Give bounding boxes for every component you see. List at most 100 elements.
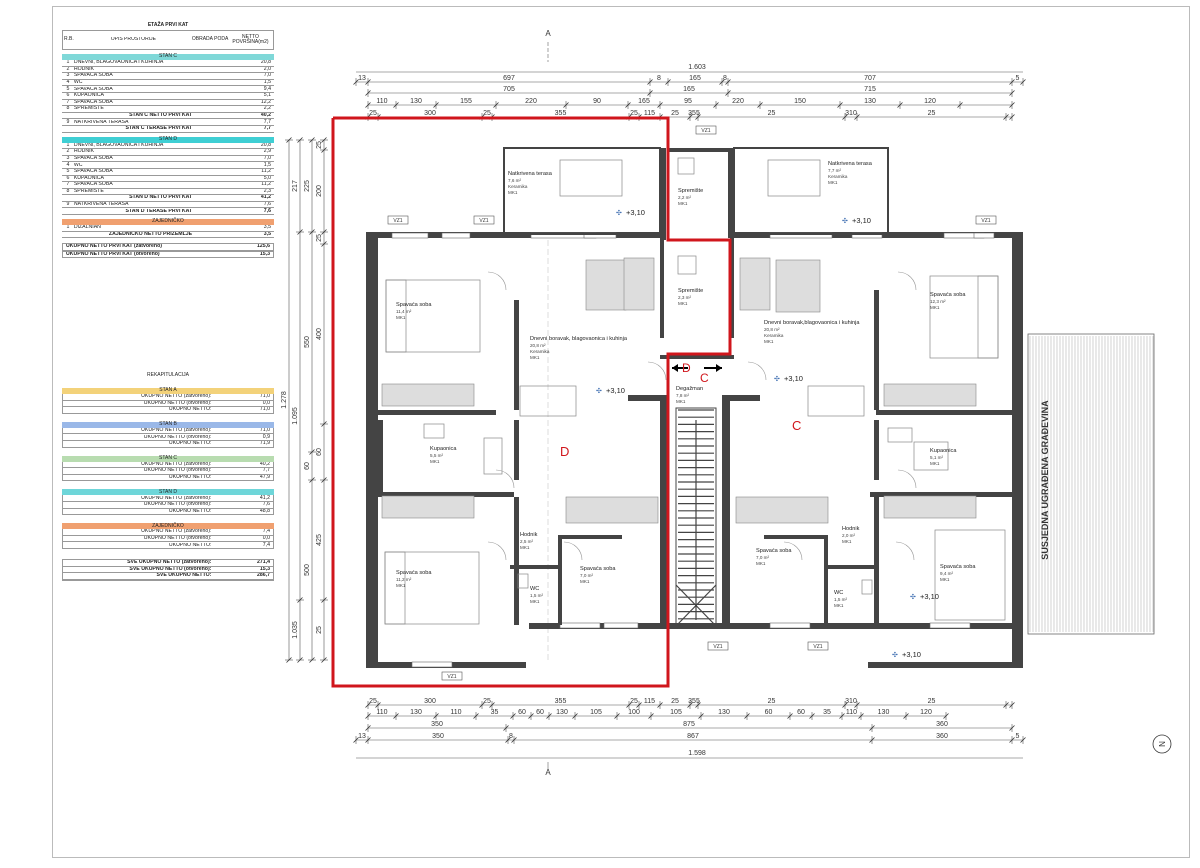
core-wall <box>660 355 734 359</box>
room-code: MK1 <box>520 545 530 550</box>
room-area: 7,8 m² <box>676 393 689 398</box>
summary-label: UKUPNO NETTO PRVI KAT (otvoreno) <box>66 252 160 258</box>
row-area: 20,8 <box>260 60 271 66</box>
row-number: 8 <box>66 188 70 194</box>
left-dim-row3-slash <box>321 477 327 483</box>
door-swing <box>487 271 507 291</box>
row-room: KUPAONICA <box>73 175 104 181</box>
top-dim-row3-label: 95 <box>684 98 692 105</box>
room-area: 12,3 m² <box>930 299 946 304</box>
room-finish: Keramika <box>828 174 848 179</box>
window <box>929 622 971 629</box>
bottom-dim-row2-slash <box>809 713 815 719</box>
recap-group-header: STAN B <box>62 422 274 428</box>
top-dim-row3-label: 155 <box>460 98 472 105</box>
total-value: 40,2 <box>260 112 271 118</box>
room-name: Spavaća soba <box>930 292 966 298</box>
top-dim-row4-slash <box>1009 114 1015 120</box>
arrow-head <box>672 364 678 372</box>
bottom-dim-row3-label: 360 <box>936 721 948 728</box>
bottom-dim-row2-label: 105 <box>590 709 602 716</box>
summary-row: UKUPNO NETTO PRVI KAT (otvoreno)15,3 <box>62 250 274 259</box>
bottom-dim-row1-label: 310 <box>845 698 857 705</box>
recap-row: UKUPNO NETTO:71,9 <box>62 440 274 448</box>
top-dim-row3-label: 165 <box>638 98 650 105</box>
room-name: Degažman <box>676 386 703 392</box>
room-area: 1,5 m² <box>530 593 543 598</box>
wall <box>510 565 560 569</box>
top-dim-row3-slash <box>563 102 569 108</box>
room-code: MK1 <box>842 539 852 544</box>
row-number: 1 <box>66 60 70 66</box>
top-dim-row1-slash <box>665 79 671 85</box>
wc-toilet <box>517 573 529 589</box>
row-area: 5,1 <box>263 92 271 99</box>
washbasin <box>423 423 445 439</box>
left-dim-row3-label: 60 <box>316 448 323 456</box>
core-wall <box>728 148 734 236</box>
room-area: 2,3 m² <box>678 295 691 300</box>
bottom-dim-row2-label: 110 <box>450 709 461 716</box>
section-header: ZAJEDNIČKO <box>62 219 274 226</box>
room-code: MK1 <box>940 577 950 582</box>
row-area: 2,9 <box>263 149 271 155</box>
top-dim-row3-label: 130 <box>410 98 422 105</box>
door-swing <box>563 541 583 561</box>
bed-head <box>384 551 406 625</box>
bottom-dim-row2-label: 60 <box>518 709 526 716</box>
row-area: 5,0 <box>263 175 271 181</box>
wall <box>378 492 514 497</box>
wall <box>824 535 828 625</box>
top-dim-row3-label: 220 <box>732 98 744 105</box>
unit-label-c: C <box>792 418 801 433</box>
row-room: HODNIK <box>73 66 95 72</box>
total-label: STAN C TERASE PRVI KAT <box>125 126 193 132</box>
bottom-dim-row2-label: 100 <box>628 709 640 716</box>
bottom-dim-row1-slash <box>842 702 848 708</box>
bottom-dim-row1-label: 115 <box>644 698 655 705</box>
window <box>441 232 471 239</box>
grand-row: SVE UKUPNO NETTO (zatvoreno):271,4 <box>63 560 273 567</box>
left-dim-row3-slash <box>321 421 327 427</box>
recap-row: UKUPNO NETTO (zatvoreno):7,4 <box>62 529 274 536</box>
room-code: MK1 <box>676 399 686 404</box>
room-area: 20,8 m² <box>530 343 546 348</box>
row-number: 5 <box>66 86 70 92</box>
north-arrow-letter: N <box>1158 741 1167 747</box>
recap-row: UKUPNO NETTO (otvoreno):0,0 <box>62 535 274 543</box>
row-room: SPREMIŠTE <box>73 188 104 194</box>
boiler <box>677 157 695 175</box>
recap-row: UKUPNO NETTO (zatvoreno):71,0 <box>62 394 274 401</box>
bottom-dim-row3-slash <box>869 725 875 731</box>
window <box>559 622 601 629</box>
bottom-dim-row4-slash <box>869 737 875 743</box>
recap-label: UKUPNO NETTO: <box>168 441 212 447</box>
header-opis: OPIS PROSTORIJE <box>110 37 156 43</box>
room-code: MK1 <box>508 190 518 195</box>
recap-row: UKUPNO NETTO (otvoreno):0,0 <box>62 400 274 408</box>
wall <box>828 565 874 569</box>
room-code: MK1 <box>530 355 540 360</box>
left-dim-row3-slash <box>321 241 327 247</box>
total-value: 7,7 <box>263 125 271 132</box>
total-label: STAN D NETTO PRVI KAT <box>129 195 193 201</box>
top-dim-row4-slash <box>687 114 693 120</box>
wall <box>764 535 824 539</box>
bottom-dim-row1-slash <box>1003 702 1009 708</box>
row-number: 2 <box>66 149 70 155</box>
neighbor-building <box>1027 333 1155 635</box>
core-wall-top <box>668 148 728 152</box>
top-dim-row1-slash <box>353 79 359 85</box>
top-dim-row4-label: 115 <box>644 110 655 117</box>
left-dim-total-slash <box>286 657 292 663</box>
bottom-dim-row2-label: 105 <box>670 709 682 716</box>
row-number: 7 <box>66 99 70 105</box>
